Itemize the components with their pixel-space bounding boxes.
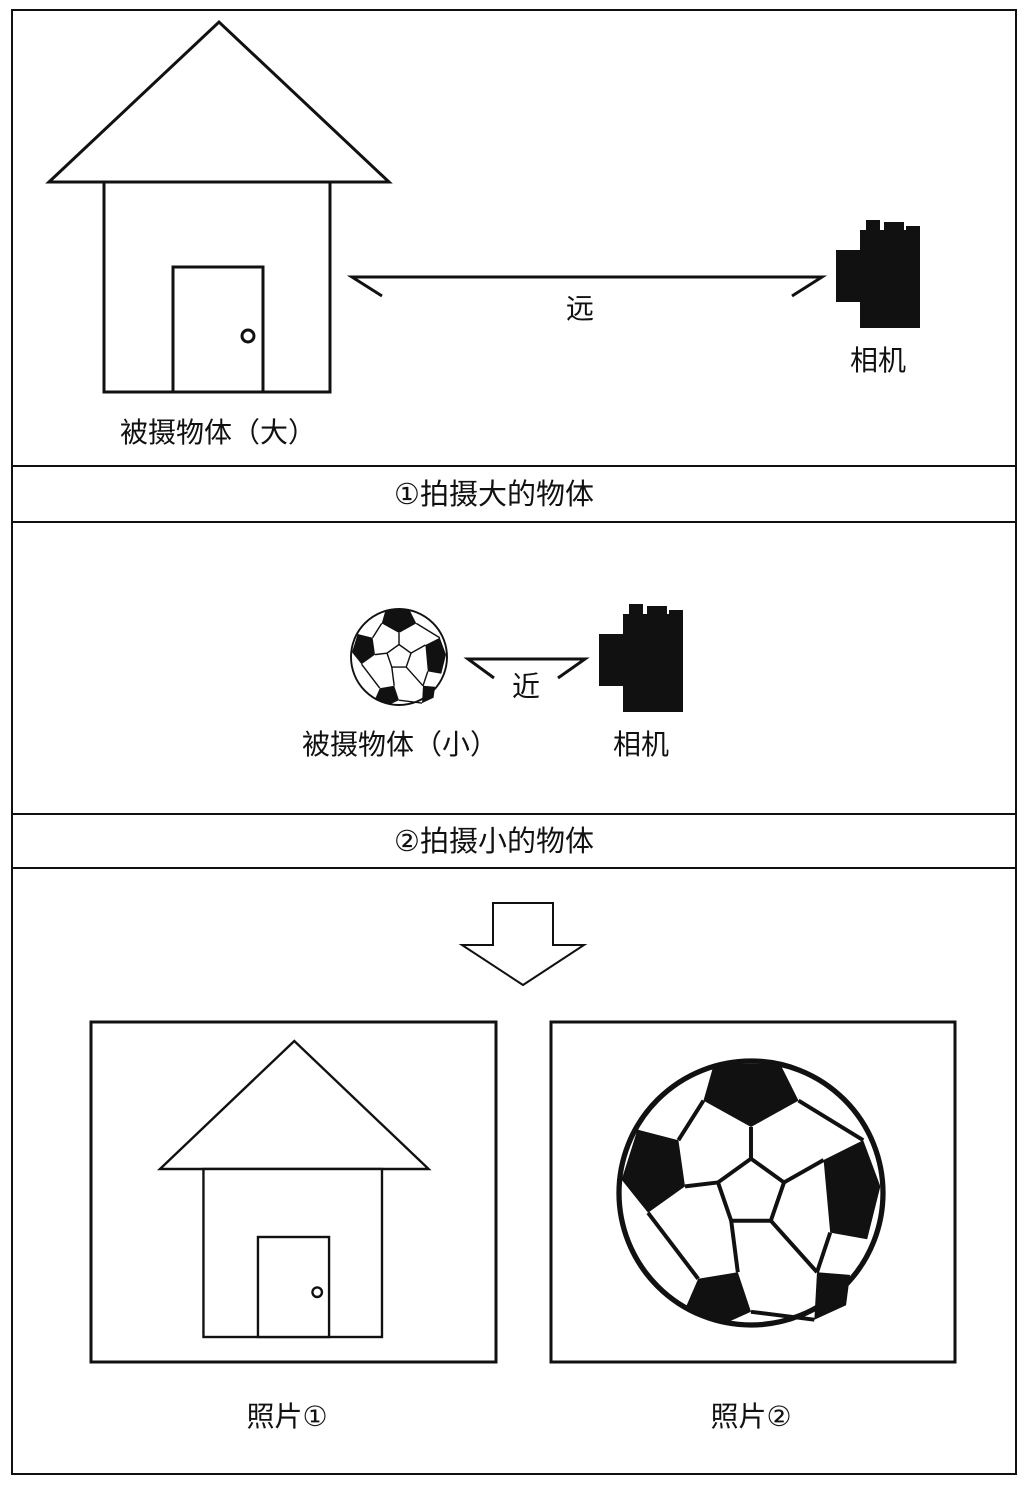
soccer-ball-icon xyxy=(619,1061,883,1325)
far-distance-label: 远 xyxy=(566,292,594,325)
down-arrow-icon xyxy=(458,902,588,987)
caption-1: ①拍摄大的物体 xyxy=(394,477,594,511)
far-distance-bracket xyxy=(346,275,828,298)
camera-label-1: 相机 xyxy=(850,344,906,377)
section-large-object: 被摄物体（大） 远 相机 xyxy=(47,20,920,449)
photo-1-label: 照片① xyxy=(246,1400,327,1433)
small-subject-label: 被摄物体（小） xyxy=(302,728,498,761)
near-distance-bracket xyxy=(463,657,590,680)
photo-2-label: 照片② xyxy=(710,1400,791,1433)
caption-2: ②拍摄小的物体 xyxy=(394,824,594,858)
camera-label-2: 相机 xyxy=(613,728,669,761)
large-subject-label: 被摄物体（大） xyxy=(120,416,316,449)
soccer-ball-icon xyxy=(350,608,448,706)
section-small-object: 被摄物体（小） 近 相机 xyxy=(302,604,683,761)
near-distance-label: 近 xyxy=(512,670,540,703)
